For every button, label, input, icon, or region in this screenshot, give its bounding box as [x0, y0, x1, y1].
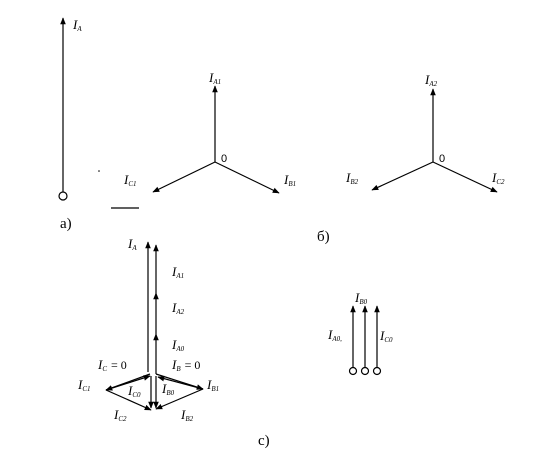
diagram-a [58, 17, 139, 209]
origin-label-negative: 0 [439, 153, 446, 165]
label-c-ib-zero: IB = 0 [172, 357, 201, 373]
label-c-a0: IA0 [172, 337, 185, 353]
label-z-c0: IC0 [380, 328, 393, 344]
diagram-positive-sequence [152, 85, 280, 194]
label-c-a1: IA1 [172, 264, 185, 280]
vector-b2 [371, 161, 434, 191]
label-c-b2: IB2 [181, 407, 194, 423]
label-a1: IA1 [209, 70, 222, 86]
origin-circle-a [58, 191, 68, 201]
label-c-c0: IC0 [128, 383, 141, 399]
label-z-b0: IB0 [355, 290, 368, 306]
diagram-c [105, 241, 204, 411]
label-b1: IB1 [284, 172, 297, 188]
origin-circle-z-c0 [372, 366, 382, 376]
label-ia: IA [73, 17, 82, 33]
label-c-b0: IB0 [162, 381, 175, 397]
label-c-c1: IC1 [78, 377, 91, 393]
label-c-b1: IB1 [207, 377, 220, 393]
diagram-zero-sequence [348, 305, 382, 376]
label-z-a0: IA0, [328, 327, 342, 343]
label-c-ic-zero: IC = 0 [98, 357, 127, 373]
caption-c: с) [258, 433, 270, 449]
caption-a: а) [60, 216, 72, 232]
label-b2: IB2 [346, 170, 359, 186]
diagram-b [371, 88, 498, 193]
label-c-c2: IC2 [114, 407, 127, 423]
dot-mark [98, 170, 100, 172]
origin-circle-z-a0 [348, 366, 358, 376]
origin-circle-z-b0 [360, 366, 370, 376]
vector-c1 [152, 161, 216, 193]
label-c1: IC1 [124, 172, 137, 188]
vector-c-b0 [157, 375, 204, 390]
origin-label-positive: 0 [221, 153, 228, 165]
label-a2: IA2 [425, 72, 438, 88]
vector-c-c2 [105, 389, 152, 411]
vector-c-c0 [105, 375, 151, 391]
label-c-a2: IA2 [172, 300, 185, 316]
label-c2: IC2 [492, 170, 505, 186]
vector-c2 [432, 161, 498, 193]
label-c-ia: IA [128, 236, 137, 252]
caption-b: б) [317, 229, 330, 245]
vector-b1 [214, 161, 280, 194]
vector-c-b2 [155, 388, 204, 410]
